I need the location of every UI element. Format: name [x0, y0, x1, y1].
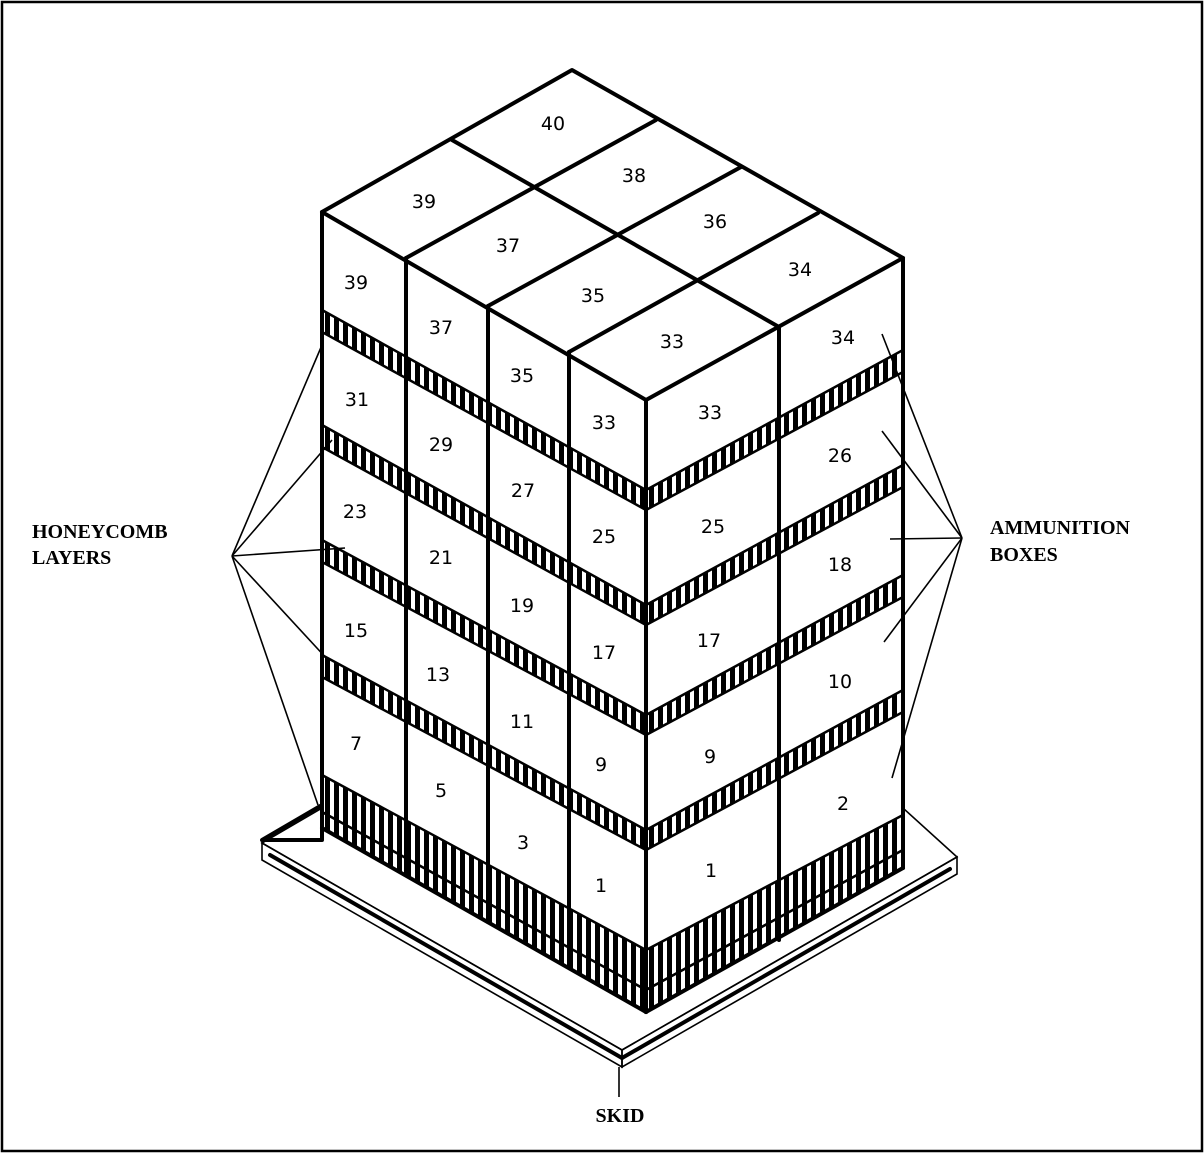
top-box-number: 39: [412, 191, 436, 213]
box-number: 27: [511, 480, 535, 502]
box-number: 31: [345, 389, 369, 411]
box-number: 25: [701, 516, 725, 538]
box-number: 3: [517, 832, 529, 854]
box-number: 33: [698, 402, 722, 424]
box-number: 19: [510, 595, 534, 617]
box-number: 25: [592, 526, 616, 548]
top-box-number: 36: [703, 211, 727, 233]
honeycomb-label-line2: LAYERS: [32, 547, 111, 569]
box-number: 17: [592, 642, 616, 664]
top-box-number: 33: [660, 331, 684, 353]
box-number: 15: [344, 620, 368, 642]
box-number: 13: [426, 664, 450, 686]
left-face-numbers: 39 31 23 15 7 37 29 21 13 5 35 27 19 11 …: [343, 272, 616, 897]
box-separators-left: [404, 256, 571, 968]
right-face-numbers: 33 25 17 9 1 34 26 18 10 2: [697, 327, 855, 882]
skid-pallet: [260, 803, 959, 1069]
box-number: 35: [510, 365, 534, 387]
honeycomb-label-line1: HONEYCOMB: [32, 521, 168, 543]
box-number: 7: [350, 733, 362, 755]
box-number: 23: [343, 501, 367, 523]
box-number: 10: [828, 671, 852, 693]
box-number: 2: [837, 793, 849, 815]
top-box-number: 34: [788, 259, 812, 281]
top-box-number: 37: [496, 235, 520, 257]
right-face: [646, 258, 903, 1012]
left-face: [322, 212, 646, 1012]
box-number: 29: [429, 434, 453, 456]
ammunition-label-line2: BOXES: [990, 544, 1058, 566]
honeycomb-leader-lines: [231, 344, 346, 806]
box-number: 1: [595, 875, 607, 897]
box-number: 34: [831, 327, 855, 349]
box-number: 18: [828, 554, 852, 576]
ammunition-leader-lines: [881, 333, 963, 779]
top-box-number: 35: [581, 285, 605, 307]
skid-label: SKID: [596, 1105, 645, 1127]
box-number: 17: [697, 630, 721, 652]
honeycomb-layers-right: [644, 347, 905, 1015]
top-face-numbers: 40 39 38 37 36 35 34 33: [412, 113, 812, 353]
pallet-load-outline: [320, 210, 905, 1014]
box-number: 11: [510, 711, 534, 733]
ammunition-label-line1: AMMUNITION: [990, 517, 1131, 539]
box-number: 9: [704, 746, 716, 768]
box-number: 5: [435, 780, 447, 802]
box-number: 33: [592, 412, 616, 434]
box-number: 37: [429, 317, 453, 339]
box-number: 39: [344, 272, 368, 294]
box-number: 21: [429, 547, 453, 569]
top-box-number: 38: [622, 165, 646, 187]
box-number: 9: [595, 754, 607, 776]
callout-labels: HONEYCOMB LAYERS AMMUNITION BOXES SKID: [32, 517, 1131, 1127]
box-number: 26: [828, 445, 852, 467]
top-box-number: 40: [541, 113, 565, 135]
box-number: 1: [705, 860, 717, 882]
